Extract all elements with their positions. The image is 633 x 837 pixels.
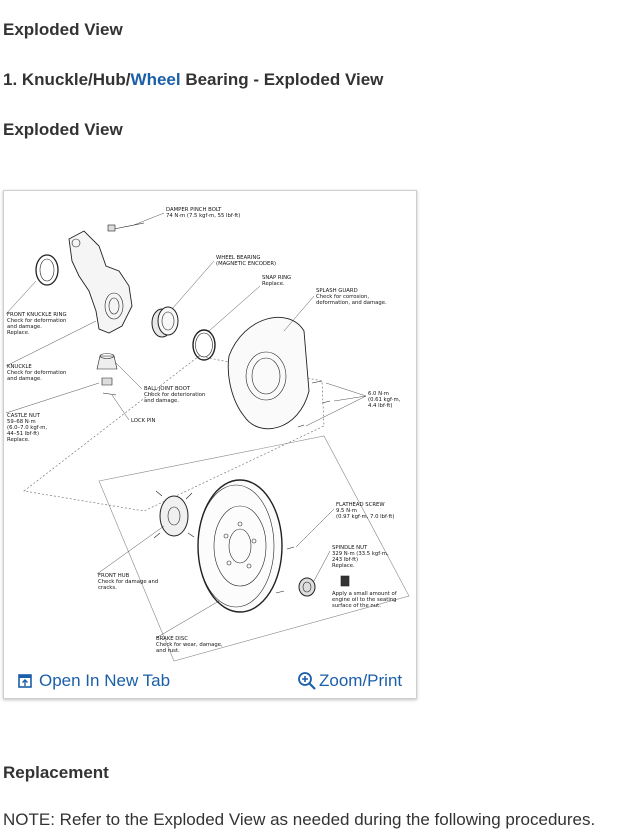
oil-note1: Apply a small amount of — [332, 591, 397, 597]
subsection-heading: Exploded View — [3, 120, 123, 139]
knuckle-ring-note2: and damage. — [7, 324, 42, 330]
flathead-screw-torque2: (0.97 kgf·m, 7.0 lbf·ft) — [336, 514, 394, 520]
snap-ring-note: Replace. — [262, 281, 285, 287]
note-text: NOTE: Refer to the Exploded View as need… — [3, 810, 596, 829]
front-hub-label: FRONT HUB — [98, 573, 130, 579]
knuckle-label: KNUCKLE — [7, 364, 32, 370]
spindle-nut-torque: 329 N·m (33.5 kgf·m, — [332, 551, 389, 557]
oil-note3: surface of the nut. — [332, 603, 381, 609]
castle-nut-label: CASTLE NUT — [7, 413, 41, 419]
wheel-bearing-label: WHEEL BEARING — [216, 255, 260, 261]
wheel-link[interactable]: Wheel — [130, 70, 181, 89]
section-heading-prefix: 1. Knuckle/Hub/ — [3, 70, 131, 89]
splash-torque-label: 6.0 N·m — [368, 391, 389, 397]
splash-guard-note1: Check for corrosion, — [316, 294, 369, 300]
castle-nut-torque2: (6.0–7.0 kgf·m, — [7, 425, 47, 431]
open-in-new-tab-label: Open In New Tab — [39, 671, 171, 690]
lock-pin-label: LOCK PIN — [131, 418, 156, 424]
figure-toolbar: Open In New Tab Zoom/Print — [4, 663, 416, 698]
front-hub-note1: Check for damage and — [98, 579, 158, 585]
wheel-bearing-sub: (MAGNETIC ENCODER) — [216, 261, 276, 267]
knuckle-note1: Check for deformation — [7, 370, 66, 376]
oil-note2: engine oil to the seating — [332, 597, 397, 603]
castle-nut-note: Replace. — [7, 437, 30, 443]
knuckle-ring-label: FRONT KNUCKLE RING — [7, 312, 67, 318]
ball-joint-boot-label: BALL JOINT BOOT — [144, 386, 191, 392]
snap-ring-label: SNAP RING — [262, 275, 291, 281]
zoom-print-button[interactable]: Zoom/Print — [297, 671, 402, 691]
ball-joint-boot-note2: and damage. — [144, 398, 179, 404]
spindle-nut-note: Replace. — [332, 563, 355, 569]
exploded-view-diagram: DAMPER PINCH BOLT 74 N·m (7.5 kgf·m, 55 … — [5, 207, 410, 662]
flathead-screw-label: FLATHEAD SCREW — [336, 502, 385, 508]
section-heading: 1. Knuckle/Hub/Wheel Bearing - Exploded … — [3, 70, 383, 90]
open-in-new-tab-button[interactable]: Open In New Tab — [17, 671, 170, 691]
damper-torque: 74 N·m (7.5 kgf·m, 55 lbf·ft) — [166, 213, 240, 219]
spindle-nut-label: SPINDLE NUT — [332, 545, 368, 551]
flathead-screw-torque: 9.5 N·m — [336, 508, 357, 514]
replacement-heading: Replacement — [3, 763, 109, 782]
page-heading: Exploded View — [3, 20, 123, 39]
zoom-print-label: Zoom/Print — [319, 671, 403, 690]
brake-disc-note2: and rust. — [156, 648, 180, 654]
spindle-nut-torque2: 243 lbf·ft) — [332, 557, 358, 563]
exploded-view-figure: DAMPER PINCH BOLT 74 N·m (7.5 kgf·m, 55 … — [3, 190, 417, 699]
brake-disc-note1: Check for wear, damage, — [156, 642, 223, 648]
castle-nut-torque: 59–68 N·m — [7, 419, 36, 425]
splash-guard-label: SPLASH GUARD — [316, 288, 358, 294]
front-hub-note2: cracks. — [98, 585, 117, 591]
brake-disc-label: BRAKE DISC — [156, 636, 188, 642]
castle-nut-torque3: 44–51 lbf·ft) — [7, 431, 39, 437]
knuckle-ring-note1: Check for deformation — [7, 318, 66, 324]
knuckle-note2: and damage. — [7, 376, 42, 382]
damper-label: DAMPER PINCH BOLT — [166, 207, 222, 213]
section-heading-suffix: Bearing - Exploded View — [180, 70, 384, 89]
open-in-new-tab-icon — [18, 674, 32, 688]
splash-guard-note2: deformation, and damage. — [316, 300, 387, 306]
zoom-in-icon — [298, 672, 316, 690]
ball-joint-boot-note1: Check for deterioration — [144, 392, 205, 398]
splash-torque-sub1: (0.61 kgf·m, — [368, 397, 401, 403]
knuckle-ring-note3: Replace. — [7, 330, 30, 336]
splash-torque-sub2: 4.4 lbf·ft) — [368, 403, 392, 409]
